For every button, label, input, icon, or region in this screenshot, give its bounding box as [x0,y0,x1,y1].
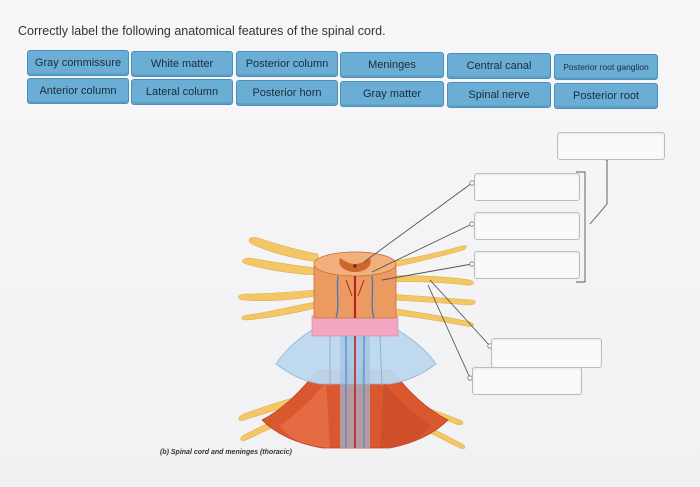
figure-caption: (b) Spinal cord and meninges (thoracic) [160,449,292,456]
label-white-matter[interactable]: White matter [131,51,233,77]
drop-target-3[interactable] [474,212,580,240]
drop-target-6[interactable] [472,367,582,395]
label-gray-matter[interactable]: Gray matter [340,81,444,107]
label-meninges[interactable]: Meninges [340,52,444,78]
drop-target-4[interactable] [474,251,580,279]
label-posterior-root[interactable]: Posterior root [554,83,658,109]
label-posterior-column[interactable]: Posterior column [236,51,338,77]
label-central-canal[interactable]: Central canal [447,53,551,79]
label-gray-commissure[interactable]: Gray commissure [27,50,129,76]
leader-lines [363,158,608,379]
label-spinal-nerve[interactable]: Spinal nerve [447,82,551,108]
drop-target-5[interactable] [491,338,602,368]
label-lateral-column[interactable]: Lateral column [131,79,233,105]
label-posterior-horn[interactable]: Posterior horn [236,80,338,106]
label-anterior-column[interactable]: Anterior column [27,78,129,104]
drop-target-2[interactable] [474,173,580,201]
question-text: Correctly label the following anatomical… [18,24,386,38]
drop-target-1[interactable] [557,132,665,160]
label-posterior-root-ganglion[interactable]: Posterior root ganglion [554,54,658,80]
pia-mater [311,315,399,337]
